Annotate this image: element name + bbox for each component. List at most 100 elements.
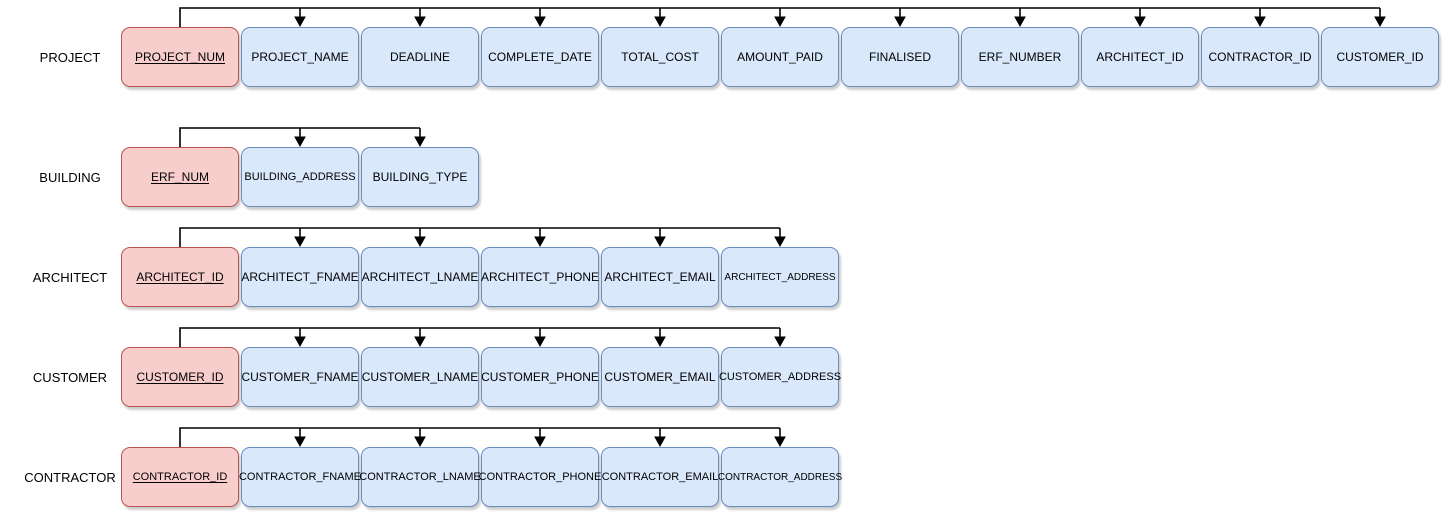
arrowhead-icon [534, 16, 546, 28]
box-label: CUSTOMER_PHONE [481, 370, 599, 384]
pk-box-architect_id: ARCHITECT_ID [121, 247, 239, 307]
attr-box-contractor_email: CONTRACTOR_EMAIL [601, 447, 719, 507]
box-label: CONTRACTOR_PHONE [478, 471, 602, 483]
table-name-project: PROJECT [39, 49, 101, 65]
arrowhead-icon [294, 436, 306, 448]
box-label: BUILDING_ADDRESS [244, 171, 356, 183]
box-label: ARCHITECT_LNAME [361, 270, 479, 284]
box-label: ERF_NUMBER [978, 50, 1062, 64]
box-label: CONTRACTOR_LNAME [359, 471, 481, 483]
attr-box-contractor_fname: CONTRACTOR_FNAME [238, 447, 362, 507]
pk-box-customer_id: CUSTOMER_ID [121, 347, 239, 407]
box-label: ERF_NUM [150, 170, 209, 184]
attr-box-complete_date: COMPLETE_DATE [481, 27, 599, 87]
attr-box-contractor_phone: CONTRACTOR_PHONE [478, 447, 602, 507]
attr-box-architect_id: ARCHITECT_ID [1081, 27, 1199, 87]
arrowhead-icon [414, 436, 426, 448]
attr-box-contractor_id: CONTRACTOR_ID [1201, 27, 1319, 87]
arrowhead-icon [414, 136, 426, 148]
arrowhead-icon [1374, 16, 1386, 28]
arrowhead-icon [414, 336, 426, 348]
attr-box-contractor_lname: CONTRACTOR_LNAME [359, 447, 481, 507]
attr-box-customer_email: CUSTOMER_EMAIL [601, 347, 719, 407]
attr-box-total_cost: TOTAL_COST [601, 27, 719, 87]
arrowhead-icon [654, 16, 666, 28]
dependency-arrows-architect [179, 227, 786, 248]
dependency-arrows-building [179, 127, 426, 148]
arrowhead-icon [774, 236, 786, 248]
table-name-architect: ARCHITECT [32, 269, 108, 285]
attr-box-customer_fname: CUSTOMER_FNAME [241, 347, 359, 407]
box-label: CONTRACTOR_FNAME [238, 471, 362, 483]
arrowhead-icon [294, 236, 306, 248]
arrowhead-icon [294, 336, 306, 348]
arrowhead-icon [534, 236, 546, 248]
dependency-arrows-customer [179, 327, 786, 348]
box-label: TOTAL_COST [621, 50, 699, 64]
attr-box-amount_paid: AMOUNT_PAID [721, 27, 839, 87]
arrowhead-icon [774, 436, 786, 448]
arrowhead-icon [1014, 16, 1026, 28]
attr-box-customer_lname: CUSTOMER_LNAME [361, 347, 479, 407]
arrowhead-icon [774, 336, 786, 348]
box-label: ARCHITECT_ID [136, 270, 224, 284]
dependency-arrows-project [179, 7, 1386, 28]
attr-box-architect_fname: ARCHITECT_FNAME [241, 247, 359, 307]
box-label: BUILDING_TYPE [372, 170, 468, 184]
box-label: ARCHITECT_EMAIL [604, 270, 716, 284]
box-label: ARCHITECT_ADDRESS [724, 271, 836, 283]
dependency-arrows-contractor [179, 427, 786, 448]
box-label: DEADLINE [389, 50, 451, 64]
attr-box-architect_lname: ARCHITECT_LNAME [361, 247, 479, 307]
attr-box-finalised: FINALISED [841, 27, 959, 87]
arrowhead-icon [534, 336, 546, 348]
attr-box-erf_number: ERF_NUMBER [961, 27, 1079, 87]
arrowhead-icon [294, 136, 306, 148]
box-label: CUSTOMER_EMAIL [604, 370, 716, 384]
box-label: FINALISED [868, 50, 931, 64]
box-label: AMOUNT_PAID [737, 50, 823, 64]
table-name-customer: CUSTOMER [32, 369, 108, 385]
arrowhead-icon [894, 16, 906, 28]
box-label: CONTRACTOR_ID [132, 471, 228, 483]
box-label: CUSTOMER_LNAME [361, 370, 479, 384]
attr-box-customer_id: CUSTOMER_ID [1321, 27, 1439, 87]
arrowhead-icon [414, 236, 426, 248]
arrowhead-icon [654, 336, 666, 348]
attr-box-architect_phone: ARCHITECT_PHONE [481, 247, 599, 307]
attr-box-deadline: DEADLINE [361, 27, 479, 87]
arrowhead-icon [1254, 16, 1266, 28]
arrowhead-icon [654, 236, 666, 248]
attr-box-customer_address: CUSTOMER_ADDRESS [718, 347, 842, 407]
box-label: CONTRACTOR_ID [1208, 50, 1312, 64]
attr-box-project_name: PROJECT_NAME [241, 27, 359, 87]
box-label: CUSTOMER_ID [1336, 50, 1424, 64]
box-label: COMPLETE_DATE [488, 50, 592, 64]
pk-box-erf_num: ERF_NUM [121, 147, 239, 207]
pk-box-contractor_id: CONTRACTOR_ID [121, 447, 239, 507]
box-label: ARCHITECT_PHONE [481, 270, 600, 284]
arrowhead-icon [1134, 16, 1146, 28]
attr-box-building_type: BUILDING_TYPE [361, 147, 479, 207]
attr-box-architect_email: ARCHITECT_EMAIL [601, 247, 719, 307]
attr-box-customer_phone: CUSTOMER_PHONE [481, 347, 599, 407]
box-label: ARCHITECT_FNAME [241, 270, 359, 284]
arrowhead-icon [774, 16, 786, 28]
arrowhead-icon [534, 436, 546, 448]
box-label: CUSTOMER_ID [136, 370, 224, 384]
box-label: PROJECT_NAME [251, 50, 349, 64]
attr-box-contractor_address: CONTRACTOR_ADDRESS [717, 447, 843, 507]
attr-box-building_address: BUILDING_ADDRESS [241, 147, 359, 207]
box-label: ARCHITECT_ID [1096, 50, 1184, 64]
table-name-building: BUILDING [39, 169, 101, 185]
box-label: CUSTOMER_ADDRESS [718, 371, 842, 383]
pk-box-project_num: PROJECT_NUM [121, 27, 239, 87]
box-label: CONTRACTOR_EMAIL [601, 471, 719, 483]
arrowhead-icon [654, 436, 666, 448]
arrowhead-icon [414, 16, 426, 28]
box-label: CONTRACTOR_ADDRESS [717, 471, 843, 483]
attr-box-architect_address: ARCHITECT_ADDRESS [721, 247, 839, 307]
arrowhead-icon [294, 16, 306, 28]
box-label: PROJECT_NUM [134, 50, 225, 64]
